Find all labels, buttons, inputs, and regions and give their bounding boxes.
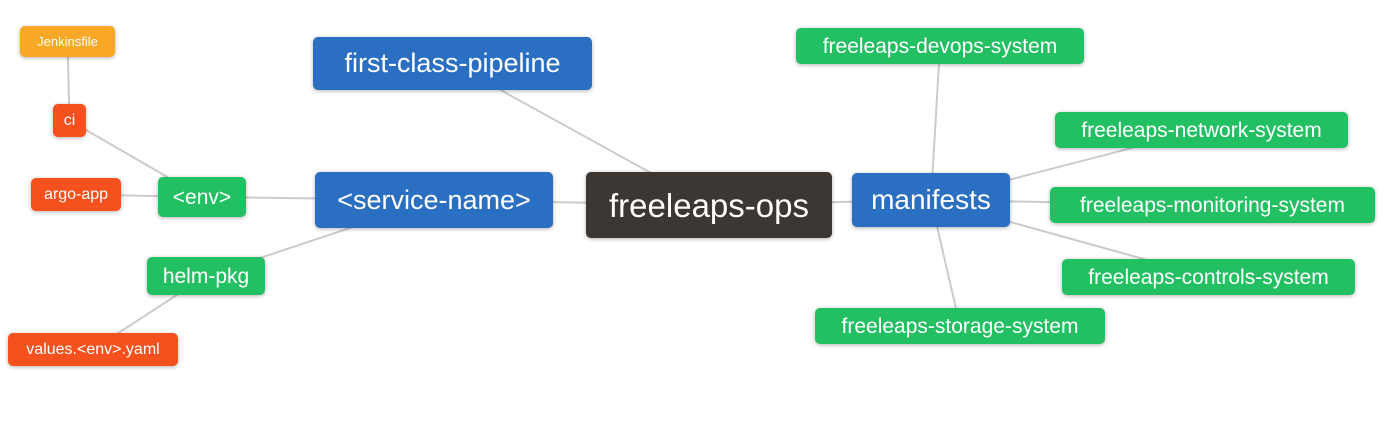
node-ci[interactable]: ci [53, 104, 86, 137]
node-helm-pkg[interactable]: helm-pkg [147, 257, 265, 295]
node-controls-system[interactable]: freeleaps-controls-system [1062, 259, 1355, 295]
node-jenkinsfile[interactable]: Jenkinsfile [20, 26, 115, 57]
node-freeleaps-ops[interactable]: freeleaps-ops [586, 172, 832, 238]
node-argo-app[interactable]: argo-app [31, 178, 121, 211]
node-first-class-pipeline[interactable]: first-class-pipeline [313, 37, 592, 90]
node-storage-system[interactable]: freeleaps-storage-system [815, 308, 1105, 344]
node-env[interactable]: <env> [158, 177, 246, 217]
node-service-name[interactable]: <service-name> [315, 172, 553, 228]
node-network-system[interactable]: freeleaps-network-system [1055, 112, 1348, 148]
node-values-env-yaml[interactable]: values.<env>.yaml [8, 333, 178, 366]
node-devops-system[interactable]: freeleaps-devops-system [796, 28, 1084, 64]
node-monitoring-system[interactable]: freeleaps-monitoring-system [1050, 187, 1375, 223]
node-manifests[interactable]: manifests [852, 173, 1010, 227]
